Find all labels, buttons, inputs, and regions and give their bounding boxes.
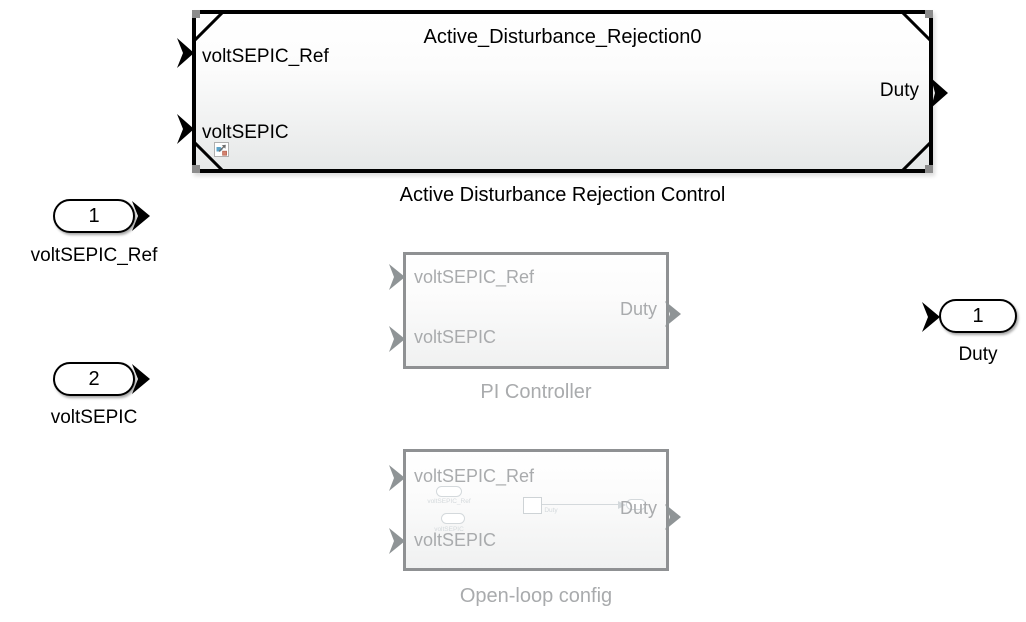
openloop-input-label-2: voltSEPIC (414, 530, 497, 550)
pi-input-label-2: voltSEPIC (414, 327, 497, 347)
preview-inport-oval-2 (441, 513, 465, 524)
preview-inport-oval-1 (436, 486, 462, 497)
inport-2-arrow[interactable] (132, 363, 151, 395)
pi-input-label-1: voltSEPIC_Ref (414, 267, 535, 287)
inport-2-caption[interactable]: voltSEPIC (50, 407, 138, 428)
preview-line-arrow (618, 501, 626, 509)
inport-1-number: 1 (88, 204, 100, 227)
variant-output-label: Duty (879, 80, 919, 101)
variant-block-name: Active_Disturbance_Rejection0 (423, 26, 702, 48)
preview-constant-block (523, 497, 542, 514)
variant-block-caption[interactable]: Active Disturbance Rejection Control (399, 184, 726, 206)
variant-output-port-arrow[interactable] (931, 78, 949, 108)
outport-block[interactable]: 1 (939, 299, 1017, 333)
inport-block-1[interactable]: 1 (53, 199, 135, 233)
pi-controller-caption[interactable]: PI Controller (480, 381, 592, 403)
openloop-output-port-arrow[interactable] (665, 503, 682, 531)
openloop-output-label: Duty (619, 498, 657, 518)
pi-input-port-arrow-1[interactable] (389, 263, 406, 291)
resize-handle-top-right[interactable] (925, 10, 933, 18)
preview-duty-label: Duty (544, 507, 558, 514)
pi-output-label: Duty (619, 299, 657, 319)
outport-arrow[interactable] (922, 301, 941, 333)
preview-inport-label-1: voltSEPIC_Ref (427, 498, 471, 505)
variant-input-label-2: voltSEPIC (202, 122, 289, 143)
preview-outport-oval (626, 499, 646, 510)
variant-input-label-1: voltSEPIC_Ref (202, 46, 329, 67)
variant-input-port-arrow-1[interactable] (177, 37, 195, 69)
openloop-input-label-1: voltSEPIC_Ref (414, 466, 535, 486)
outport-number: 1 (972, 304, 984, 327)
inport-2-number: 2 (88, 367, 100, 390)
resize-handle-bottom-left[interactable] (192, 165, 200, 173)
outport-caption[interactable]: Duty (958, 344, 998, 365)
inport-block-2[interactable]: 2 (53, 362, 135, 396)
resize-handle-bottom-right[interactable] (925, 165, 933, 173)
variant-subsystem-block[interactable]: Active_Disturbance_Rejection0 voltSEPIC_… (192, 10, 933, 173)
open-loop-config-caption[interactable]: Open-loop config (459, 585, 613, 607)
preview-inport-label-2: voltSEPIC (434, 526, 464, 533)
open-loop-config-block[interactable]: voltSEPIC_Ref voltSEPIC Duty voltSEPIC_R… (403, 449, 669, 571)
preview-signal-line (542, 504, 622, 505)
openloop-input-port-arrow-2[interactable] (389, 527, 406, 555)
variant-badge-icon[interactable] (214, 142, 229, 157)
variant-input-port-arrow-2[interactable] (177, 113, 195, 145)
pi-input-port-arrow-2[interactable] (389, 325, 406, 353)
openloop-input-port-arrow-1[interactable] (389, 464, 406, 492)
resize-handle-top-left[interactable] (192, 10, 200, 18)
pi-output-port-arrow[interactable] (665, 300, 682, 328)
pi-controller-block[interactable]: voltSEPIC_Ref voltSEPIC Duty (403, 252, 669, 369)
inport-1-arrow[interactable] (132, 200, 151, 232)
inport-1-caption[interactable]: voltSEPIC_Ref (30, 245, 158, 266)
